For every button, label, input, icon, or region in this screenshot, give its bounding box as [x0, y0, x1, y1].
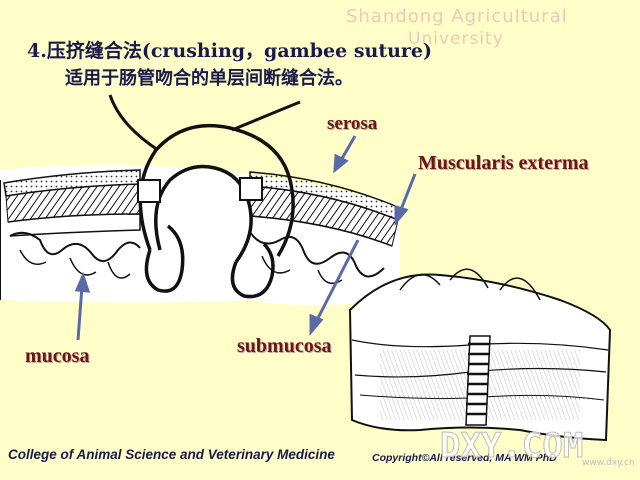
site-watermark-url: www.dxy.cn	[582, 458, 635, 468]
annotation-arrows	[74, 135, 417, 341]
copyright-footer: Copyright©All reserved, MA WM PhD	[372, 452, 557, 464]
watermark-line2: University	[408, 29, 504, 49]
page-title: 4.压挤缝合法(crushing，gambee suture)	[27, 40, 433, 62]
label-muscularis: Muscularis exterma	[418, 152, 589, 174]
college-footer: College of Animal Science and Veterinary…	[8, 447, 335, 462]
intestinal-wall-right	[249, 171, 401, 285]
site-watermark-brand: DXY.COM	[439, 426, 584, 467]
intestine-anastomosis-drawing	[348, 268, 612, 442]
watermark-line1: Shandong Agricultural	[346, 6, 568, 27]
suture-thread	[108, 94, 301, 299]
label-serosa: serosa	[327, 113, 378, 134]
page-subtitle: 适用于肠管吻合的单层间断缝合法。	[65, 68, 353, 89]
intestinal-wall-left	[0, 169, 141, 300]
university-watermark: Shandong Agricultural University	[346, 6, 586, 50]
label-mucosa: mucosa	[25, 345, 90, 367]
label-submucosa: submucosa	[237, 335, 332, 357]
